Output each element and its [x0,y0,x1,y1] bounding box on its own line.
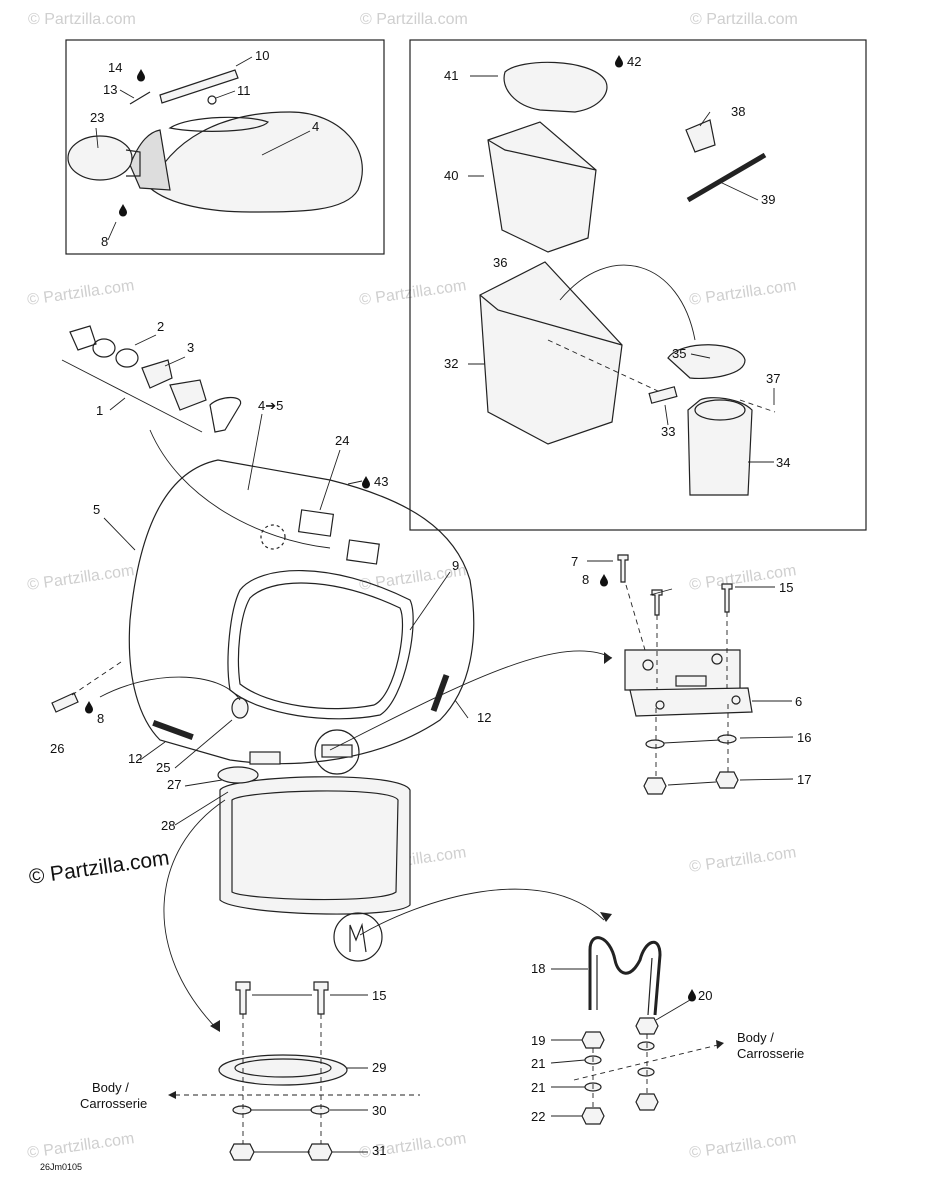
label-4to5: 4➔5 [258,398,283,413]
label-15: 15 [372,988,386,1003]
label-42: 42 [627,54,641,69]
label-18: 18 [531,961,545,976]
hatch-cover-assembly [61,325,475,962]
label-43: 43 [374,474,388,489]
label-8: 8 [97,711,104,726]
oil-drop-icon [615,55,623,68]
label-10: 10 [255,48,269,63]
label-26: 26 [50,741,64,756]
watermark: © Partzilla.com [26,1130,135,1162]
label-11: 11 [237,83,251,98]
drawing-code: 26Jm0105 [40,1162,82,1172]
label-30: 30 [372,1103,386,1118]
watermark: © Partzilla.com [690,11,798,28]
label-25: 25 [156,760,170,775]
label-24: 24 [335,433,349,448]
label-37: 37 [766,371,780,386]
label-12: 12 [128,751,142,766]
body-note-left-line2: Carrosserie [80,1096,147,1111]
label-21: 21 [531,1080,545,1095]
watermark: © Partzilla.com [360,11,468,28]
label-41: 41 [444,68,458,83]
body-note-right-line2: Carrosserie [737,1046,804,1061]
label-23: 23 [90,110,104,125]
watermark: © Partzilla.com [688,1130,797,1162]
label-6: 6 [795,694,802,709]
label-38: 38 [731,104,745,119]
label-4: 4 [312,119,319,134]
label-35: 35 [672,346,686,361]
storage-bin-assembly [479,61,776,496]
label-28: 28 [161,818,175,833]
oil-drop-icon [85,701,93,714]
label-19: 19 [531,1033,545,1048]
label-8: 8 [101,234,108,249]
storage-cover-assembly [67,69,363,213]
label-14: 14 [108,60,122,75]
oil-drop-icon [119,204,127,217]
watermark: © Partzilla.com [28,11,136,28]
label-40: 40 [444,168,458,183]
watermark-prominent: © Partzilla.com [27,846,170,888]
label-32: 32 [444,356,458,371]
label-17: 17 [797,772,811,787]
oil-drop-icon [600,574,608,587]
watermark: © Partzilla.com [688,844,797,876]
oil-drop-icon [362,476,370,489]
label-34: 34 [776,455,790,470]
watermark: © Partzilla.com [688,277,797,309]
body-note-right-line1: Body / [737,1030,774,1045]
label-13: 13 [103,82,117,97]
label-20: 20 [698,988,712,1003]
inset-box-storage-cover [65,39,385,255]
u-bolt-assembly [573,936,724,1125]
watermark: © Partzilla.com [358,562,467,594]
hinge-assembly [617,554,753,795]
label-8: 8 [582,572,589,587]
watermark: © Partzilla.com [26,277,135,309]
label-2: 2 [157,319,164,334]
label-3: 3 [187,340,194,355]
label-36: 36 [493,255,507,270]
inset-box-storage-bin [409,39,867,531]
label-12: 12 [477,710,491,725]
watermark: © Partzilla.com [26,562,135,594]
label-29: 29 [372,1060,386,1075]
label-7: 7 [571,554,578,569]
body-note-left-line1: Body / [92,1080,129,1095]
label-33: 33 [661,424,675,439]
label-39: 39 [761,192,775,207]
oil-drop-icon [137,69,145,82]
label-5: 5 [93,502,100,517]
label-27: 27 [167,777,181,792]
label-16: 16 [797,730,811,745]
label-9: 9 [452,558,459,573]
label-22: 22 [531,1109,545,1124]
watermark: © Partzilla.com [358,277,467,309]
label-21: 21 [531,1056,545,1071]
label-31: 31 [372,1143,386,1158]
label-1: 1 [96,403,103,418]
oil-drop-icon [688,989,696,1002]
label-15: 15 [779,580,793,595]
